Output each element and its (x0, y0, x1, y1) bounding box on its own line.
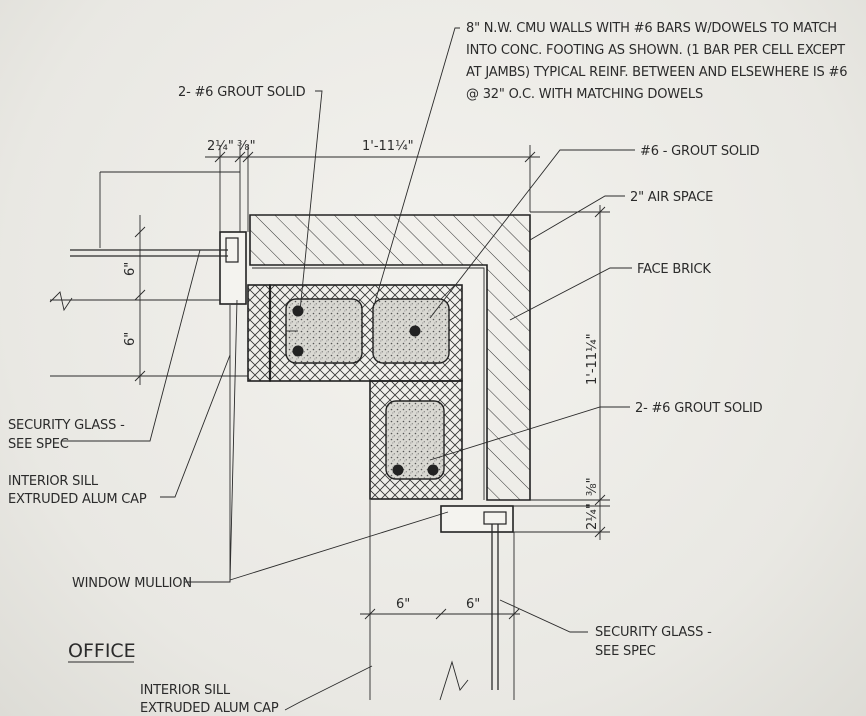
note-sill-left-2: EXTRUDED ALUM CAP (8, 492, 147, 507)
note-security-glass-right-2: SEE SPEC (595, 644, 656, 659)
dimension-lines (134, 145, 610, 620)
note-grout-top: 2- #6 GROUT SOLID (178, 85, 306, 100)
dim-left-upper: 6" (123, 262, 138, 276)
window-frame-left (49, 171, 248, 377)
callout-cmu-walls: 8" N.W. CMU WALLS WITH #6 BARS W/DOWELS … (466, 21, 847, 102)
leader-lines (62, 27, 635, 711)
note-grout-single: #6 - GROUT SOLID (640, 144, 760, 159)
note-cmu-line3: AT JAMBS) TYPICAL REINF. BETWEEN AND ELS… (466, 65, 847, 80)
dim-top-small-b: ⅜" (237, 139, 256, 154)
dim-bottom-b: 6" (466, 597, 480, 612)
note-window-mullion: WINDOW MULLION (72, 576, 192, 591)
rebar-bars (292, 305, 439, 476)
note-sill-bottom-2: EXTRUDED ALUM CAP (140, 701, 279, 716)
air-space-line (252, 267, 485, 500)
dim-bottom-a: 6" (396, 597, 410, 612)
note-sill-left-1: INTERIOR SILL (8, 474, 99, 489)
cmu-block-upper (269, 284, 463, 382)
note-security-glass-left-2: SEE SPEC (8, 437, 69, 452)
note-face-brick: FACE BRICK (637, 262, 711, 277)
note-cmu-line1: 8" N.W. CMU WALLS WITH #6 BARS W/DOWELS … (466, 21, 837, 36)
dim-right-vertical: 1'-11¼" (585, 333, 600, 385)
note-security-glass-left-1: SECURITY GLASS - (8, 418, 125, 433)
note-cmu-line4: @ 32" O.C. WITH MATCHING DOWELS (466, 87, 703, 102)
note-grout-right: 2- #6 GROUT SOLID (635, 401, 763, 416)
room-label-office: OFFICE (68, 640, 136, 662)
note-cmu-line2: INTO CONC. FOOTING AS SHOWN. (1 BAR PER … (466, 43, 845, 58)
face-brick (249, 214, 531, 501)
dim-right-small-b: 2¼" (585, 503, 600, 530)
note-security-glass-right-1: SECURITY GLASS - (595, 625, 712, 640)
cmu-block-lower (369, 380, 463, 500)
note-air-space: 2" AIR SPACE (630, 190, 713, 205)
dim-top-long: 1'-11¼" (362, 139, 414, 154)
dim-right-small-a: ⅜" (585, 477, 600, 496)
dim-top-small-a: 2¼" (207, 139, 234, 154)
note-sill-bottom-1: INTERIOR SILL (140, 683, 231, 698)
cmu-block-left-cap (247, 284, 272, 382)
dim-left-lower: 6" (123, 332, 138, 346)
